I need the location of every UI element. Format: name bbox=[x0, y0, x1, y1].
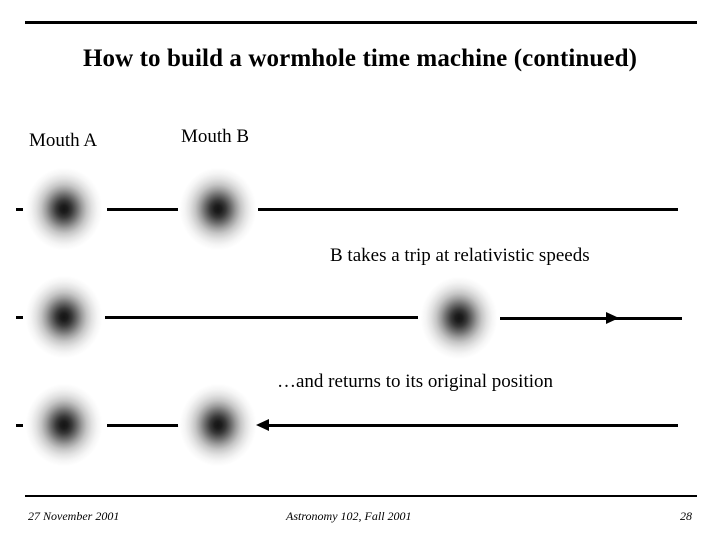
arrow-right-icon bbox=[606, 312, 619, 324]
footer-page-number: 28 bbox=[680, 509, 692, 523]
wormhole-mouth-b-row1 bbox=[178, 166, 258, 252]
time-tick-row3 bbox=[16, 424, 23, 427]
worldline-row2 bbox=[500, 317, 682, 320]
wormhole-throat-line-row3 bbox=[107, 424, 180, 427]
wormhole-mouth-b-row2 bbox=[419, 275, 499, 361]
wormhole-mouth-a-row3 bbox=[24, 382, 104, 468]
footer-divider-rule bbox=[25, 495, 697, 497]
worldline-row1 bbox=[258, 208, 678, 211]
worldline-row3 bbox=[268, 424, 678, 427]
time-tick-row2 bbox=[16, 316, 23, 319]
wormhole-mouth-a-row2 bbox=[24, 274, 104, 360]
annotation-return: …and returns to its original position bbox=[277, 371, 554, 392]
time-tick-row1 bbox=[16, 208, 23, 211]
wormhole-mouth-a-row1 bbox=[24, 166, 104, 252]
arrow-left-icon bbox=[256, 419, 269, 431]
wormhole-throat-line-row1 bbox=[107, 208, 178, 211]
footer-course: Astronomy 102, Fall 2001 bbox=[286, 509, 412, 523]
mouth-b-label: Mouth B bbox=[181, 126, 250, 147]
wormhole-throat-line-row2 bbox=[105, 316, 418, 319]
mouth-a-label: Mouth A bbox=[29, 130, 98, 151]
annotation-trip: B takes a trip at relativistic speeds bbox=[330, 245, 590, 266]
wormhole-mouth-b-row3 bbox=[178, 382, 258, 468]
title-divider-rule bbox=[25, 21, 697, 24]
footer-date: 27 November 2001 bbox=[28, 509, 120, 523]
page-title: How to build a wormhole time machine (co… bbox=[82, 45, 638, 72]
